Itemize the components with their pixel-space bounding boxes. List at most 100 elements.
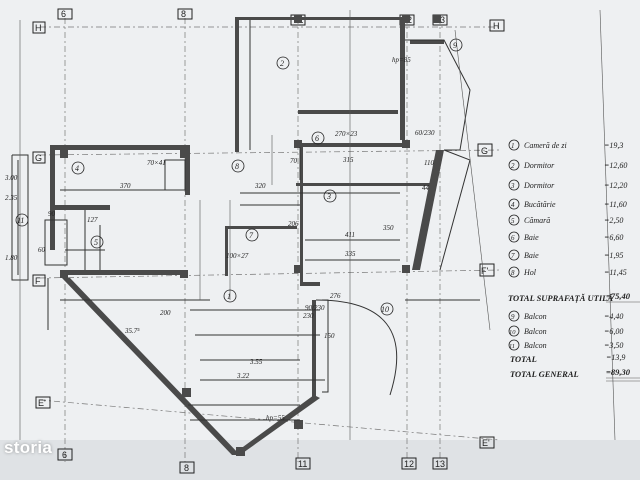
room-11-label: 11 [17,216,24,225]
axis-top-8: 8 [181,9,186,19]
legend-name-11: Balcon [524,341,547,350]
legend-num-4: 4 [511,201,515,209]
dim-370: 370 [119,182,131,190]
dim-206: 206 [288,220,299,228]
dim-315: 315 [342,156,354,164]
dim-322: 3.22 [236,372,250,380]
room-5-label: 5 [94,238,98,247]
dim-411: 411 [345,231,355,239]
legend-name-9: Balcon [524,312,547,321]
dim-110: 110 [424,159,434,167]
legend-total-label: TOTAL [510,354,537,364]
dim-300: 3.00 [4,174,18,182]
legend-area-4: =11,60 [604,200,627,209]
legend-name-7: Baie [524,251,539,260]
legend-name-1: Cameră de zi [524,141,567,150]
opening-90-230: 90/230 [305,304,325,312]
legend-area-1: =19,3 [604,141,623,150]
legend-name-10: Balcon [524,327,547,336]
dim-350: 350 [382,224,394,232]
legend-num-7: 7 [511,252,515,260]
room-4-label: 4 [75,164,79,173]
axis-right-g: G [481,146,488,156]
room-9-label: 9 [453,41,457,50]
opening-70x41: 70×41 [147,159,166,167]
room-7-label: 7 [249,231,254,240]
legend-area-8: =11,45 [604,268,627,277]
dimension-lines [19,9,616,441]
room-10-label: 10 [381,305,389,314]
legend-num-10: 10 [509,329,516,336]
axis-left-e: E' [38,398,46,408]
dim-127: 127 [87,216,98,224]
room-1-label: 1 [227,292,231,301]
axis-bottom-12: 12 [404,459,414,469]
dim-70: 70 [290,157,298,165]
storia-watermark: storia [4,438,53,457]
legend-area-6: =6,60 [604,233,623,242]
legend-area-7: =1,95 [604,251,623,260]
legend-name-5: Cămară [524,216,550,225]
axis-bottom-8: 8 [184,463,189,473]
legend-num-3: 3 [510,182,515,190]
opening-60-230: 60/230 [415,129,435,137]
legend-area-5: =2,50 [604,216,623,225]
partitions [11,20,480,421]
legend-num-11: 11 [509,343,515,350]
axis-bottom-11: 11 [298,459,307,469]
legend-num-5: 5 [511,217,515,225]
legend-num-6: 6 [511,234,515,242]
legend-total-value: =13,9 [606,353,625,362]
legend-total-general-value: =89,30 [606,367,631,377]
axis-left-h: H [35,23,42,33]
legend-name-8: Hol [523,268,537,277]
legend-name-6: Baie [524,233,539,242]
dim-44: 44 [422,184,430,192]
room-6-label: 6 [315,134,319,143]
legend-circles [508,139,520,351]
legend-num-8: 8 [511,269,515,277]
dim-230: 230 [303,312,314,320]
axis-right-h: H [493,21,500,31]
area-legend: 1 Cameră de zi =19,3 2 Dormitor =12,60 3… [508,139,640,382]
axis-top-6: 6 [61,9,66,19]
dim-150: 150 [324,332,335,340]
legend-name-4: Bucătărie [524,200,556,209]
legend-name-3: Dormitor [523,181,555,190]
dim-276: 276 [330,292,341,300]
walls [50,15,444,456]
axis-bottom-6: 6 [62,450,67,460]
room-3-label: 3 [326,192,331,201]
dim-60: 60 [38,246,46,254]
legend-area-10: =6,00 [604,327,623,336]
axis-right-f: F' [481,266,488,276]
axis-left-g: G [35,153,42,163]
dim-320: 320 [254,182,266,190]
dim-335: 335 [344,250,356,258]
dim-90: 90 [48,210,56,218]
dim-200: 200 [160,309,171,317]
legend-total-util-label: TOTAL SUPRAFAȚĂ UTILĂ [508,293,613,304]
legend-name-2: Dormitor [523,161,555,170]
legend-num-2: 2 [511,162,515,170]
opening-100x27: 100×27 [226,252,249,260]
legend-total-general-label: TOTAL GENERAL [510,369,579,379]
legend-area-2: =12,60 [604,161,627,170]
legend-area-11: =3,50 [604,341,623,350]
legend-num-1: 1 [511,142,515,150]
legend-area-3: =12,20 [604,181,627,190]
dim-355: 3.55 [249,358,263,366]
axis-right-e: E' [482,438,490,448]
opening-270x23: 270×23 [335,130,358,138]
dim-357: 35.7⁵ [124,327,140,335]
room-markers [15,38,463,316]
opening-hp85: hp=85 [392,56,411,64]
opening-hp55: hp=55 [266,414,285,422]
axis-left-f: F [35,276,41,286]
dim-180: 1.80 [5,254,18,262]
room-2-label: 2 [280,59,284,68]
legend-total-util-value: =75,40 [606,291,631,301]
legend-area-9: =4,40 [604,312,623,321]
